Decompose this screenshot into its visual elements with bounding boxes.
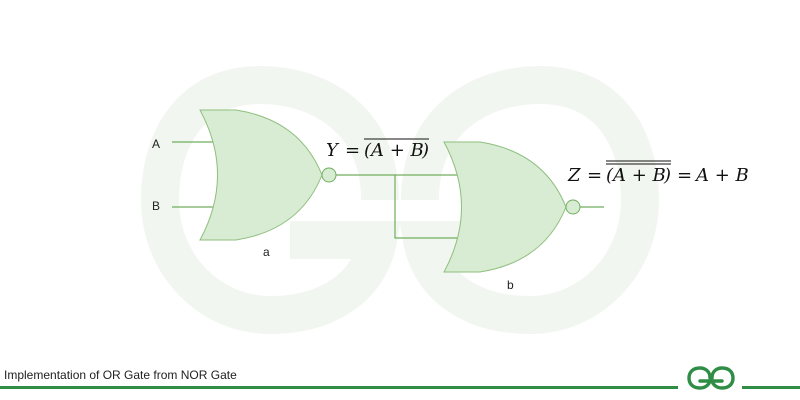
footer: Implementation of OR Gate from NOR Gate xyxy=(0,362,800,400)
geeksforgeeks-logo-icon xyxy=(687,366,735,390)
equation-y-expr: A + B xyxy=(369,140,424,161)
input-label-a: A xyxy=(152,137,160,151)
gate-label-a: a xyxy=(263,245,270,259)
equation-z: Z = ( A + B ) = A + B xyxy=(567,160,749,186)
svg-text:): ) xyxy=(421,140,429,161)
nor-gate-b xyxy=(443,141,567,273)
svg-text:=: = xyxy=(677,165,692,186)
inversion-bubble-b xyxy=(565,199,581,215)
watermark-logo xyxy=(140,65,660,335)
svg-text:=: = xyxy=(587,165,602,186)
equation-z-lhs: Z xyxy=(567,165,581,186)
nor-gate-a xyxy=(199,109,323,241)
inversion-bubble-a xyxy=(321,167,337,183)
footer-rule-left xyxy=(0,386,678,389)
gate-label-b: b xyxy=(507,278,514,292)
equation-z-result: A + B xyxy=(694,165,749,186)
svg-text:(: ( xyxy=(606,165,614,186)
equation-y: Y = ( A + B ) xyxy=(326,138,429,161)
svg-text:(: ( xyxy=(364,140,372,161)
caption: Implementation of OR Gate from NOR Gate xyxy=(4,368,237,382)
equation-y-lhs: Y xyxy=(326,140,340,161)
svg-text:): ) xyxy=(663,165,671,186)
connecting-wire xyxy=(336,174,458,239)
input-label-b: B xyxy=(152,199,160,213)
equation-z-expr: A + B xyxy=(611,165,666,186)
footer-rule-right xyxy=(742,386,800,389)
equation-y-equals: = xyxy=(345,140,360,161)
